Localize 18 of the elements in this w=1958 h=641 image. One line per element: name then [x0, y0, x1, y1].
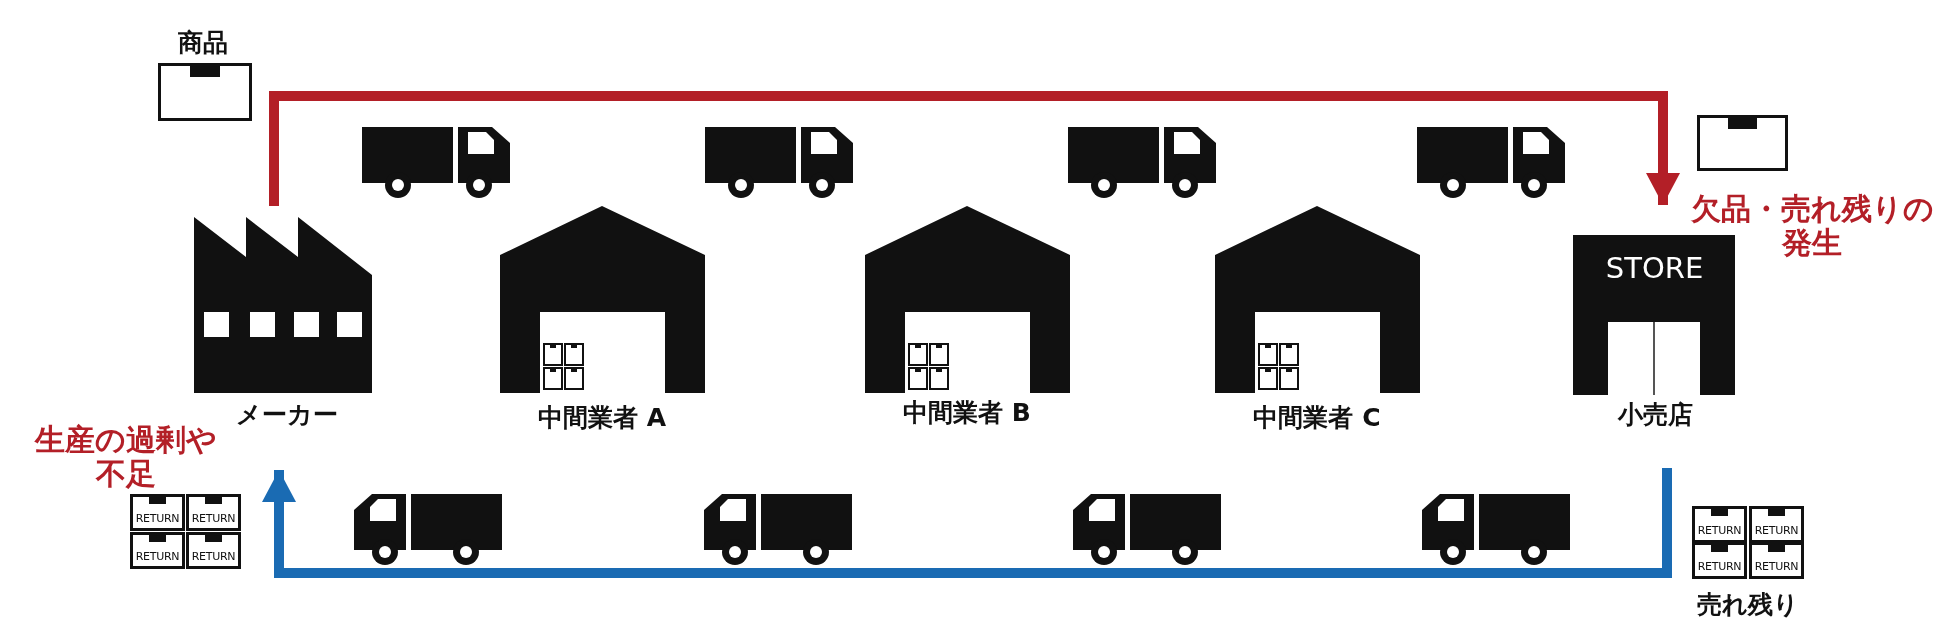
return-box: RETURN — [1692, 506, 1747, 543]
node-label: 中間業者 A — [536, 405, 668, 430]
arrow — [262, 468, 1672, 578]
return-box: RETURN — [1692, 542, 1747, 579]
return-box: RETURN — [1749, 542, 1804, 579]
return-box: RETURN — [130, 494, 185, 531]
caption: 商品 — [177, 30, 229, 55]
node-label: 小売店 — [1616, 402, 1694, 427]
return-box: RETURN — [186, 494, 241, 531]
node-label: 中間業者 C — [1252, 405, 1382, 430]
note-text: 生産の過剰や不足 — [33, 423, 218, 491]
node-label: メーカー — [235, 402, 339, 427]
return-box: RETURN — [186, 532, 241, 569]
arrow — [269, 91, 1680, 206]
caption: 売れ残り — [1696, 592, 1800, 617]
return-box: RETURN — [1749, 506, 1804, 543]
node-label: 中間業者 B — [902, 400, 1032, 425]
return-box: RETURN — [130, 532, 185, 569]
